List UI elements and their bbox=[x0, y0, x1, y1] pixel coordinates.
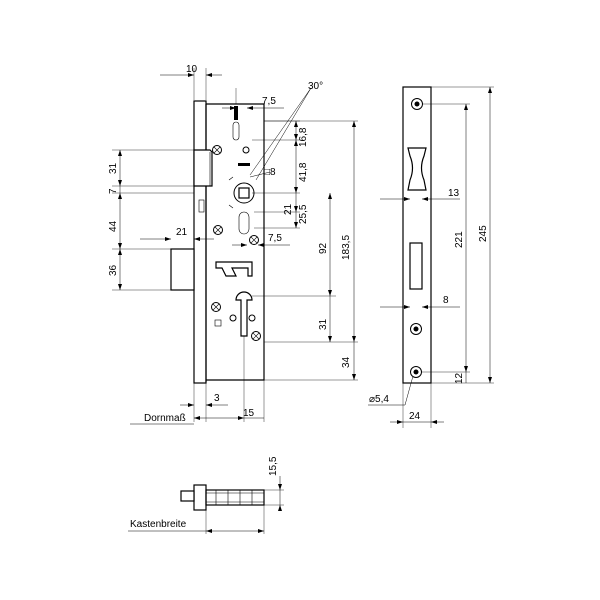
screw-icon bbox=[211, 302, 221, 312]
label-backset: Dornmaß bbox=[144, 413, 186, 424]
bolt-opening bbox=[409, 242, 423, 290]
dim-bolt-throw: 44 bbox=[108, 220, 119, 232]
dim-faceplate-thickness: 10 bbox=[186, 64, 198, 75]
dim-strike-bottom: 12 bbox=[454, 372, 465, 384]
top-view-faceplate bbox=[193, 484, 207, 511]
screw-icon bbox=[249, 235, 259, 245]
lock-top-view: 15,5 Kastenbreite bbox=[128, 456, 284, 534]
dim-strike-total: 245 bbox=[478, 225, 489, 242]
dim-center-distance: 92 bbox=[318, 242, 329, 254]
latch-opening bbox=[407, 147, 427, 191]
dim-bolt-from-face: 21 bbox=[176, 227, 188, 238]
top-view-bolt bbox=[180, 490, 195, 502]
screw-hole-icon bbox=[411, 98, 423, 110]
dim-top-follower: 16,8 bbox=[298, 127, 309, 147]
strike-plate bbox=[402, 86, 432, 384]
dim-strike-height: 221 bbox=[454, 231, 465, 248]
dim-follower-spacing: 25,5 bbox=[298, 204, 309, 224]
strike-plate-view bbox=[402, 86, 432, 384]
dim-bolt-offset: 21 bbox=[283, 203, 294, 215]
dim-follower-center: 41,8 bbox=[298, 162, 309, 182]
dim-strike-cutout: 8 bbox=[443, 295, 449, 306]
strike-dimensions: 13 221 245 8 12 ⌀5,4 24 bbox=[368, 86, 494, 428]
dim-square: □8 bbox=[264, 167, 276, 178]
dim-strike-recess: 13 bbox=[448, 188, 460, 199]
follower-square bbox=[233, 182, 255, 204]
dim-bottom-offset: 34 bbox=[341, 356, 352, 368]
dim-lock-height: 183,5 bbox=[341, 235, 352, 260]
top-view-case bbox=[205, 489, 265, 506]
dim-latch-offset: 7,5 bbox=[262, 96, 276, 107]
screw-icon bbox=[251, 331, 261, 341]
cylinder-cutout bbox=[235, 291, 253, 337]
screw-icon bbox=[212, 145, 222, 155]
follower-slot bbox=[238, 211, 250, 235]
dim-box-height: 15,5 bbox=[268, 456, 279, 476]
dead-bolt bbox=[170, 248, 195, 291]
lock-dimensions: 10 7,5 30° 16,8 41,8 □8 183,5 21 25,5 bbox=[108, 64, 358, 425]
dim-screw-offset: 7,5 bbox=[268, 233, 282, 244]
screw-hole-icon bbox=[410, 366, 422, 378]
dim-cylinder-height: 31 bbox=[318, 318, 329, 330]
dim-latch-gap: 7 bbox=[108, 188, 119, 194]
faceplate bbox=[193, 100, 207, 384]
screw-icon bbox=[213, 225, 223, 235]
label-box-width: Kastenbreite bbox=[130, 519, 187, 530]
dim-plate-offset: 3 bbox=[214, 393, 220, 404]
dim-hole-dia: ⌀5,4 bbox=[369, 394, 389, 405]
top-slot bbox=[232, 121, 240, 141]
dim-angle: 30° bbox=[308, 81, 323, 92]
dim-bolt-height: 36 bbox=[108, 264, 119, 276]
bolt-mechanism bbox=[215, 261, 253, 277]
dim-latch-height: 31 bbox=[108, 162, 119, 174]
lock-body-view bbox=[170, 100, 265, 384]
dim-backset-width: 15 bbox=[243, 408, 255, 419]
latch-bolt bbox=[193, 149, 213, 187]
dim-strike-width: 24 bbox=[409, 411, 421, 422]
screw-hole-icon bbox=[410, 323, 422, 335]
